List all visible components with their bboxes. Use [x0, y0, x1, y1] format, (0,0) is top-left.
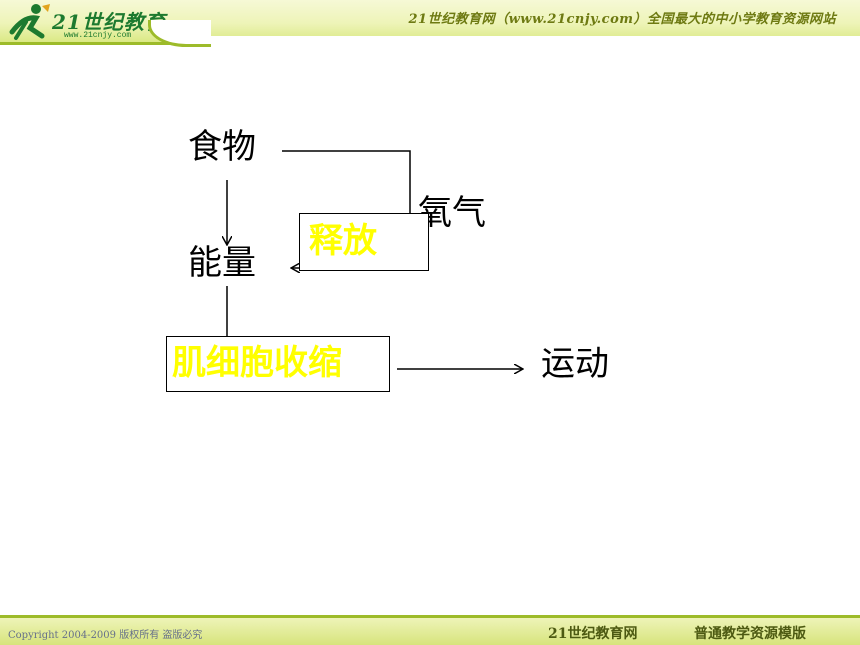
footer-template-label: 普通教学资源模版: [694, 626, 806, 642]
node-motion: 运动: [541, 344, 609, 384]
logo-url: www.21cnjy.com: [64, 31, 132, 40]
node-oxygen: 氧气: [418, 193, 486, 233]
node-food: 食物: [188, 127, 256, 167]
release-label: 释放: [309, 221, 377, 261]
footer-divider: [0, 615, 860, 618]
node-energy: 能量: [188, 243, 256, 283]
site-tagline: 21世纪教育网（www.21cnjy.com）全国最大的中小学教育资源网站: [408, 12, 836, 27]
copyright-text: Copyright 2004-2009 版权所有 盗版必究: [8, 630, 203, 641]
header-banner: 21世纪教育 www.21cnjy.com 21世纪教育网（www.21cnjy…: [0, 0, 860, 42]
logo-text: 21世纪教育: [52, 10, 166, 34]
runner-logo-icon: [9, 4, 50, 40]
header-curve-mask: [178, 36, 860, 45]
site-logo[interactable]: 21世纪教育 www.21cnjy.com: [6, 2, 166, 42]
muscle-box: [166, 336, 390, 392]
footer-banner: Copyright 2004-2009 版权所有 盗版必究 21世纪教育网 普通…: [0, 618, 860, 645]
release-box: [299, 213, 429, 271]
muscle-label: 肌细胞收缩: [172, 343, 342, 383]
footer-brand[interactable]: 21世纪教育网: [548, 626, 638, 642]
